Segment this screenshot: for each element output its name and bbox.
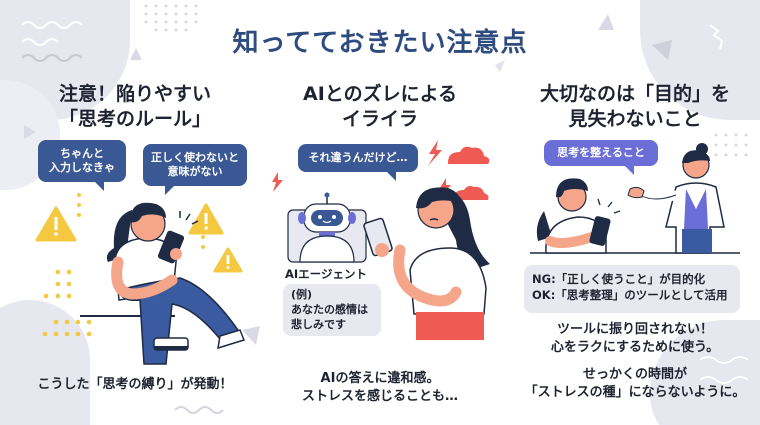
caption-line: 心をラクにするために使う。	[550, 340, 720, 355]
speech-bubble-thats-wrong: それ違うんだけど…	[298, 144, 418, 181]
bubble-text-line: 意味がない	[167, 165, 223, 178]
frustrated-woman-with-phone-illustration	[363, 187, 490, 340]
bubble-text-line: 思考を整えること	[557, 146, 645, 159]
ai-agent-label: AIエージェント	[285, 267, 367, 281]
speech-bubble-must-input: ちゃんと 入力しなきゃ	[38, 140, 126, 191]
column-3-caption-2: せっかくの時間が 「ストレスの種」にならないように。	[520, 366, 750, 402]
warning-icon	[188, 203, 224, 235]
column-1-caption: こうした「思考の縛り」が発動！	[20, 376, 250, 394]
caption-line: 「ストレスの種」にならないように。	[524, 385, 746, 400]
example-line: (例)	[291, 288, 313, 301]
speech-bubble-organize-thoughts: 思考を整えること	[544, 140, 658, 175]
caption-line: せっかくの時間が	[582, 367, 687, 382]
page-title: 知ってておきたい注意点	[232, 28, 528, 58]
warning-icon	[35, 206, 77, 242]
bubble-text-line: 入力しなきゃ	[49, 161, 115, 174]
column-3-caption: ツールに振り回されない！ 心をラクにするために使う。	[520, 321, 750, 357]
bubble-text-line: ちゃんと	[60, 147, 104, 160]
caption-line: AIの答えに違和感。	[320, 371, 440, 386]
column-2-title-line-1: AIとのズレによる	[302, 83, 457, 105]
decor-dots-yellow	[42, 193, 205, 337]
ai-example-response-box: (例) あなたの感情は 悲しみです	[283, 284, 381, 336]
lightning-icon	[272, 172, 283, 192]
warning-icon	[213, 247, 243, 273]
column-1-title: 注意！陥りやすい 「思考のルール」	[20, 82, 250, 132]
speech-bubble-must-use-correctly: 正しく使わないと 意味がない	[143, 144, 247, 195]
column-1-title-line-2: 「思考のルール」	[58, 108, 211, 130]
ng-line: NG:「正しく使うこと」が目的化	[532, 272, 706, 286]
woman-sitting-with-tablet-illustration	[80, 202, 245, 365]
ng-ok-comparison-box: NG:「正しく使うこと」が目的化 OK:「思考整理」のツールとして活用	[524, 265, 740, 313]
caption-line: ストレスを感じることも…	[301, 389, 458, 404]
bubble-text-line: それ違うんだけど…	[308, 151, 408, 164]
caption-line: ツールに振り回されない！	[556, 322, 713, 337]
example-line: あなたの感情は	[291, 303, 368, 316]
cloud-icon	[448, 146, 490, 164]
column-2-caption: AIの答えに違和感。 ストレスを感じることも…	[265, 370, 495, 406]
example-line: 悲しみです	[291, 318, 346, 331]
column-2-title: AIとのズレによる イライラ	[265, 82, 495, 132]
ai-robot-illustration	[287, 192, 367, 263]
column-3-title-line-2: 見失わないこと	[568, 108, 702, 130]
caption-line: こうした「思考の縛り」が発動！	[37, 377, 233, 392]
column-2-title-line-2: イライラ	[341, 108, 418, 130]
bubble-text-line: 正しく使わないと	[151, 151, 239, 164]
column-3-title-line-1: 大切なのは「目的」を	[539, 83, 730, 105]
column-1-title-line-1: 注意！陥りやすい	[58, 83, 211, 105]
ok-line: OK:「思考整理」のツールとして活用	[532, 288, 728, 302]
lightning-icon	[428, 140, 442, 166]
counselor-and-woman-illustration	[530, 143, 740, 254]
cloud-icon	[454, 186, 489, 200]
column-3-title: 大切なのは「目的」を 見失わないこと	[520, 82, 750, 132]
